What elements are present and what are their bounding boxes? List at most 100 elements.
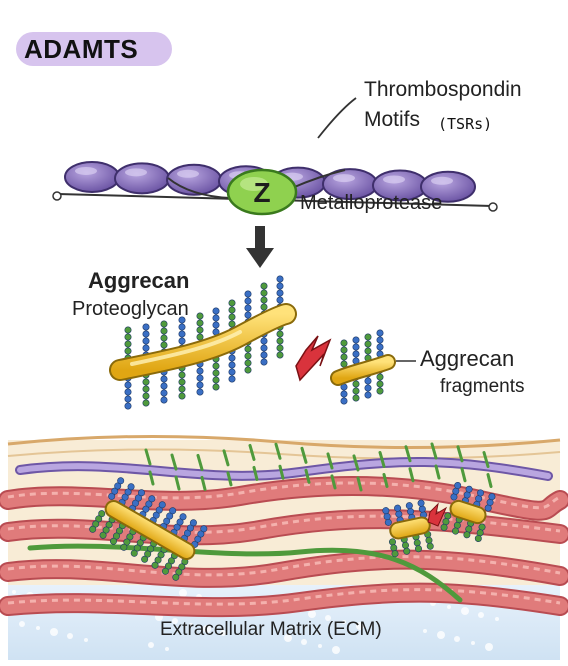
fluid-bubble: [308, 610, 316, 618]
fluid-bubble: [284, 634, 292, 642]
gag-chain: [405, 502, 416, 521]
gag-chain: [389, 538, 399, 558]
gag-chain: [364, 333, 372, 362]
fluid-bubble: [478, 612, 484, 618]
tsr-bead: [114, 162, 170, 195]
gag-chain: [352, 336, 360, 365]
domain-connector: [167, 177, 231, 199]
tsr-bead: [372, 169, 428, 202]
tsr-abbreviation: (TSRs): [438, 115, 493, 133]
fibre-tuft: [144, 448, 152, 466]
zinc-label: Z: [253, 177, 270, 208]
fibre-tuft: [248, 443, 256, 461]
tsr-label-line1: Thrombospondin: [364, 78, 522, 101]
ecm-aggrecan: [440, 482, 496, 542]
gag-chain: [212, 355, 220, 391]
gag-chain: [484, 493, 496, 512]
fluid-bubble: [325, 615, 331, 621]
tsr-bead: [64, 160, 120, 193]
fibre-tuft: [352, 454, 360, 472]
ecm-cleavage-site: [427, 502, 448, 527]
tsr-bead: [166, 163, 222, 196]
fibre-tuft: [274, 442, 282, 460]
gag-chain: [376, 329, 384, 358]
tsr-bead: [322, 168, 378, 201]
fluid-bubble: [36, 626, 40, 630]
domain-highlight: [240, 177, 268, 191]
aggrecan-label: Aggrecan: [88, 268, 190, 293]
gag-chain: [228, 347, 236, 383]
fluid-bubble: [301, 639, 307, 645]
ecm-region: [0, 434, 568, 660]
fluid-bubble: [84, 638, 88, 642]
gag-chain: [130, 534, 147, 557]
fluid-bubble: [19, 621, 25, 627]
fibre-tuft: [170, 453, 178, 471]
tsr-pointer: [317, 97, 357, 139]
fluid-bubble: [203, 625, 211, 633]
fluid-bubble: [50, 628, 58, 636]
gag-chain: [474, 523, 486, 542]
fluid-bubble: [423, 629, 427, 633]
gag-chain: [450, 482, 462, 501]
metalloprotease-label: Metalloprotease: [300, 192, 443, 214]
fluid-bubble: [12, 590, 16, 594]
fluid-bubble: [342, 620, 346, 624]
gag-chain: [178, 364, 186, 400]
gag-chain: [161, 552, 178, 575]
cleavage-arrow: [246, 226, 274, 268]
proteoglycan-label: Proteoglycan: [72, 298, 189, 320]
gag-chain: [180, 519, 197, 542]
gag-chain: [196, 360, 204, 396]
fluid-bubble: [471, 641, 475, 645]
gag-chain: [151, 546, 168, 569]
fluid-bubble: [437, 631, 445, 639]
fluid-bubble: [447, 605, 451, 609]
gag-chain: [260, 282, 268, 318]
fibre-tuft: [404, 445, 412, 463]
fibre-tuft: [378, 450, 386, 468]
domain-connector-right: [291, 169, 346, 189]
aggrecan-proteoglycan: [109, 275, 297, 410]
fluid-bubble: [148, 642, 154, 648]
gag-chain: [142, 371, 150, 407]
tsr-bead: [420, 170, 476, 203]
fibre-tuft: [300, 446, 308, 464]
gag-chain: [424, 530, 434, 550]
chain-end-left: [52, 191, 62, 201]
fibre-tuft: [430, 442, 438, 460]
fluid-bubble: [172, 618, 178, 624]
fluid-bubble: [179, 589, 187, 597]
title-pill: [16, 32, 172, 66]
gag-chain: [340, 339, 348, 368]
fluid-bubble: [318, 644, 322, 648]
hyaluronan-fibre: [27, 543, 463, 603]
fluid-bubble: [461, 607, 469, 615]
fragments-label-title: Aggrecan: [420, 346, 515, 371]
fibre-tuft: [326, 452, 334, 470]
gag-chain: [172, 558, 189, 581]
gag-chain: [244, 338, 252, 374]
fluid-bubble: [67, 633, 73, 639]
fluid-bubble: [189, 623, 193, 627]
fluid-bubble: [485, 643, 493, 651]
fibre-tuft: [222, 449, 230, 467]
aggrecan-fragment: [330, 329, 396, 405]
gag-chain: [89, 510, 106, 533]
gag-chain: [170, 513, 187, 536]
diagram-title: ADAMTS: [24, 34, 139, 64]
fibre-tuft: [196, 453, 204, 471]
chain-end-right: [488, 202, 498, 212]
ecm-label: Extracellular Matrix (ECM): [160, 619, 382, 640]
gag-chain: [128, 489, 145, 512]
aggrecan-core-protein: [111, 305, 295, 379]
gag-chain: [108, 477, 125, 500]
tsr-label-line2: Motifs: [364, 108, 421, 131]
ecm-aggrecan: [89, 477, 208, 581]
gag-chain: [118, 483, 135, 506]
gag-chain: [382, 507, 392, 526]
ecm-aggrecan: [382, 499, 434, 558]
fluid-bubble: [220, 630, 226, 636]
cleavage-site: [295, 335, 332, 382]
